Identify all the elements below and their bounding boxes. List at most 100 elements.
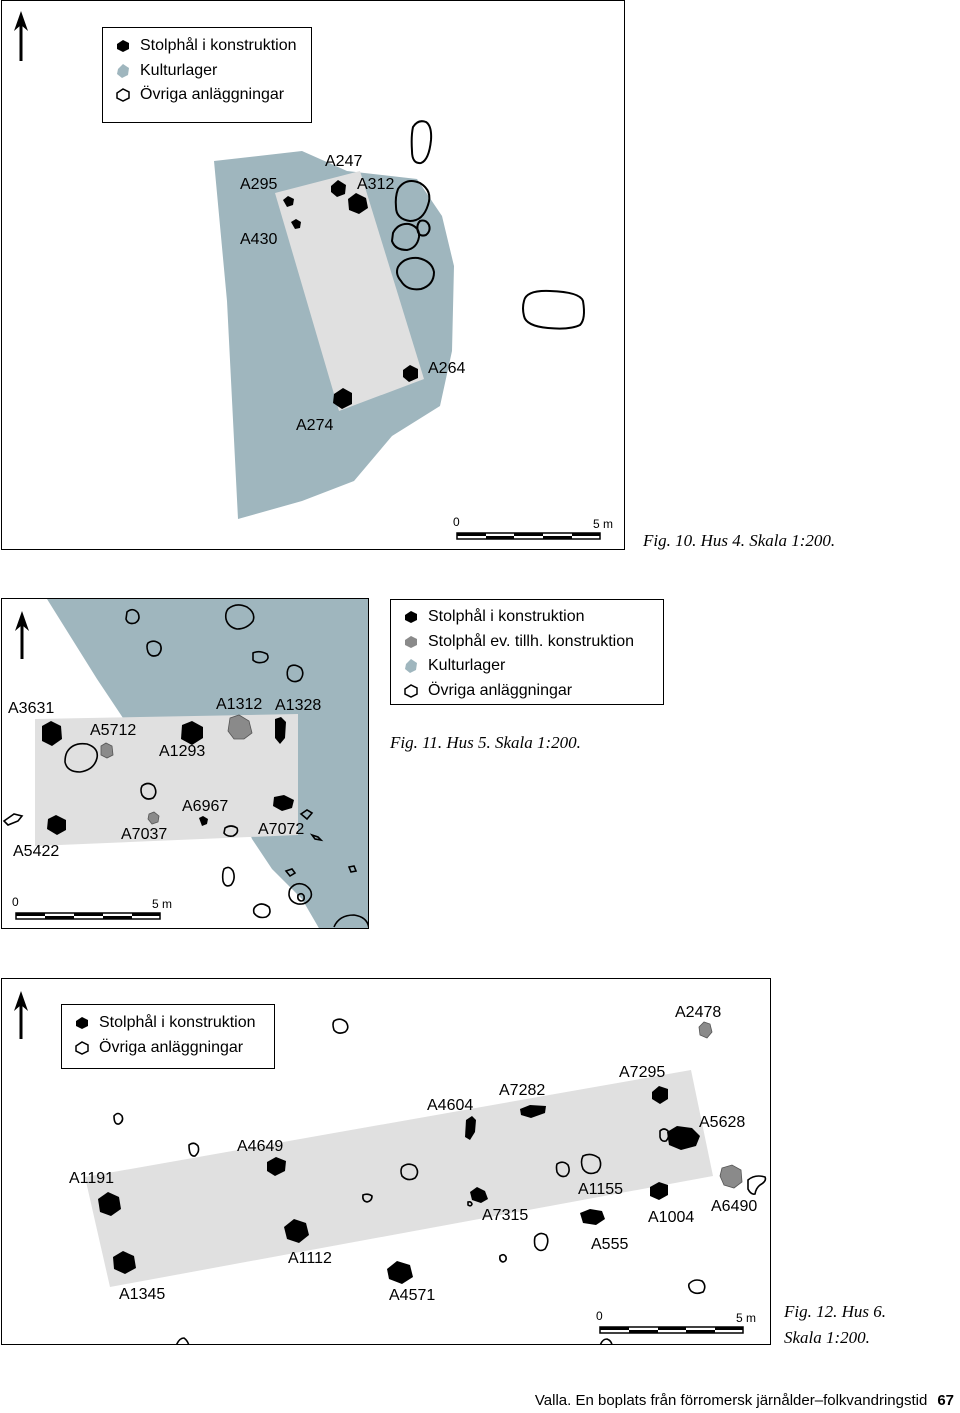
scale-end: 5 m [152,897,173,911]
label-A1155: A1155 [578,1181,624,1198]
legend-row: Övriga anläggningar [74,1036,266,1061]
other-features [113,1018,767,1344]
post-A430 [291,219,301,229]
grey-post-icon [405,635,417,648]
label-A274: A274 [296,417,334,434]
legend-label: Stolphål i konstruktion [99,1014,256,1032]
fig11-caption: Fig. 11. Hus 5. Skala 1:200. [390,733,581,752]
filled-post-icon [405,611,417,624]
legend-row: Stolphål i konstruktion [74,1011,266,1036]
fig10-caption: Fig. 10. Hus 4. Skala 1:200. [643,531,836,550]
scale-bar-fig11 [15,912,161,920]
possible-posts [100,714,253,825]
legend-row: Kulturlager [115,59,303,84]
label-A7295: A7295 [619,1064,666,1081]
scale-bar-fig10 [456,532,601,540]
fig10-map [14,11,601,540]
legend-row: Stolphål i konstruktion [115,34,303,59]
post-holes [98,1086,700,1284]
label-A7282: A7282 [499,1082,546,1099]
fig10-legend: Stolphål i konstruktion Kulturlager Övri… [102,27,312,123]
post-A295 [283,196,294,207]
label-A7037: A7037 [121,826,168,843]
kulturlager-area [47,599,368,928]
label-A1328: A1328 [275,697,322,714]
fig10-plan: Stolphål i konstruktion Kulturlager Övri… [1,0,625,550]
scale-bar-fig12 [599,1326,744,1334]
scale-start: 0 [12,895,19,909]
other-features [390,120,585,330]
label-A5712: A5712 [90,722,137,739]
label-A3631: A3631 [8,700,55,717]
possible-posts [698,1021,743,1189]
scale-start: 0 [596,1309,603,1323]
label-A1345: A1345 [119,1286,166,1303]
label-A4571: A4571 [389,1287,436,1304]
legend-label: Övriga anläggningar [99,1038,244,1056]
label-A1191: A1191 [69,1170,115,1187]
legend-row: Övriga anläggningar [115,83,303,108]
filled-post-icon [76,1017,88,1030]
house-area [85,1070,713,1287]
label-A264: A264 [428,360,466,377]
outline-feature-icon [75,1041,89,1055]
fig12-caption-line2: Skala 1:200. [784,1328,870,1347]
label-A7315: A7315 [482,1207,529,1224]
label-A4649: A4649 [237,1138,284,1155]
legend-row: Övriga anläggningar [403,679,655,704]
scale-start: 0 [453,515,460,529]
north-arrow-icon [14,991,28,1039]
label-A6967: A6967 [182,798,229,815]
post-A247 [331,180,346,197]
label-A5628: A5628 [699,1114,746,1131]
label-A4604: A4604 [427,1097,474,1114]
scale-end: 5 m [736,1311,757,1325]
post-holes [283,180,418,409]
house-area [275,171,424,411]
label-A295: A295 [240,176,278,193]
other-features [2,604,368,928]
label-A1004: A1004 [648,1209,695,1226]
fig12-caption-line1: Fig. 12. Hus 6. [784,1302,886,1321]
fig11-legend: Stolphål i konstruktion Stolphål ev. til… [390,599,664,705]
label-A247: A247 [325,153,363,170]
outline-feature-icon [404,684,418,698]
legend-label: Stolphål ev. tillh. konstruktion [428,632,635,650]
label-A1112: A1112 [288,1250,332,1267]
post-A264 [403,365,418,382]
legend-label: Kulturlager [140,61,218,79]
filled-post-icon [117,40,129,53]
label-A1293: A1293 [159,743,206,760]
label-A312: A312 [357,176,395,193]
scale-end: 5 m [593,517,614,531]
fig12-plan: Stolphål i konstruktion Övriga anläggnin… [1,978,771,1345]
culture-layer-icon [117,63,129,78]
culture-layer-icon [405,659,417,674]
outline-feature-icon [116,88,130,103]
label-A5422: A5422 [13,843,60,860]
legend-label: Övriga anläggningar [140,86,285,104]
label-A6490: A6490 [711,1198,758,1215]
north-arrow-icon [15,611,29,659]
legend-row: Stolphål i konstruktion [403,605,655,630]
legend-label: Kulturlager [428,657,506,675]
legend-row: Kulturlager [403,654,655,679]
fig11-plan: A3631 A5712 A1312 A1328 A1293 A6967 A703… [1,598,369,929]
post-holes [42,717,294,835]
north-arrow-icon [14,11,28,61]
fig11-map [2,599,368,928]
fig12-legend: Stolphål i konstruktion Övriga anläggnin… [61,1004,275,1069]
legend-row: Stolphål ev. tillh. konstruktion [403,630,655,655]
legend-label: Övriga anläggningar [428,682,573,700]
label-A2478: A2478 [675,1004,722,1021]
label-A555: A555 [591,1236,629,1253]
fig12-map [14,991,767,1344]
post-A312 [348,193,368,214]
post-A274 [333,388,352,409]
page-number: 67 [937,1392,954,1409]
legend-label: Stolphål i konstruktion [140,37,297,55]
page-footer: Valla. En boplats från förromersk järnål… [535,1392,954,1409]
label-A1312: A1312 [216,696,263,713]
legend-label: Stolphål i konstruktion [428,608,585,626]
label-A7072: A7072 [258,821,305,838]
